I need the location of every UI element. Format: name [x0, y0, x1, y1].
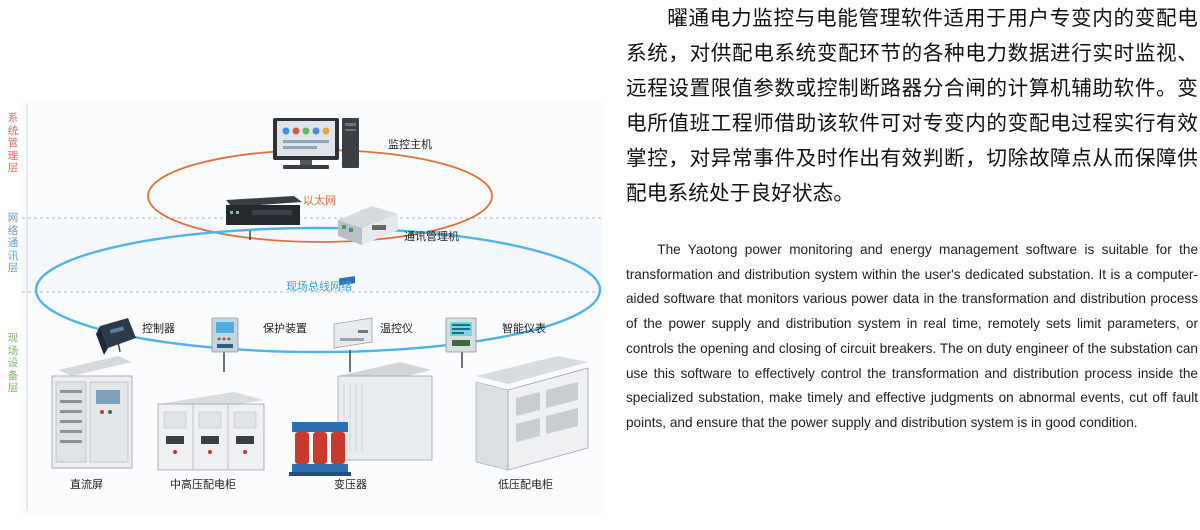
mv-cabinet-icon: [157, 392, 265, 471]
lv-cabinet-label: 低压配电柜: [498, 478, 553, 491]
dc-screen-label: 直流屏: [70, 478, 103, 491]
temperature-controller-icon: [333, 276, 373, 349]
dc-screen-cabinet-icon: [51, 356, 133, 469]
description-column: 曜通电力监控与电能管理软件适用于用户专变内的变配电系统，对供配电系统变配环节的各…: [626, 0, 1198, 526]
controller-icon: [96, 318, 136, 355]
fieldbus-label: 现场总线网络: [286, 280, 352, 293]
middle-layer-band: [22, 218, 602, 292]
temp-controller-label: 温控仪: [380, 322, 413, 335]
description-chinese: 曜通电力监控与电能管理软件适用于用户专变内的变配电系统，对供配电系统变配环节的各…: [626, 6, 1198, 205]
transformer-label: 变压器: [334, 478, 367, 491]
description-english: The Yaotong power monitoring and energy …: [626, 242, 1198, 430]
layer-label-system-management: 系统管理层: [7, 112, 19, 174]
system-architecture-diagram: 系统管理层 网络通讯层 现场设备层 以太网 现场总线网络 监控主机 通讯管理机 …: [7, 104, 602, 510]
ethernet-label: 以太网: [303, 194, 336, 207]
lv-cabinet-icon: [475, 356, 589, 471]
smart-meter-label: 智能仪表: [502, 322, 546, 335]
transformer-icon: [289, 362, 433, 476]
fieldbus-ring: [34, 226, 602, 354]
smart-meter-icon: [445, 317, 477, 353]
controller-label: 控制器: [142, 322, 175, 335]
layer-label-field-device: 现场设备层: [7, 332, 19, 394]
protection-device-icon: [211, 317, 239, 353]
comm-manager-label: 通讯管理机: [404, 230, 459, 243]
protection-device-label: 保护装置: [263, 322, 307, 335]
monitoring-host-icon: [273, 118, 359, 169]
network-switch-icon: [226, 196, 302, 225]
layer-label-network-communication: 网络通讯层: [7, 212, 19, 274]
monitoring-host-label: 监控主机: [388, 138, 432, 151]
mv-cabinet-label: 中高压配电柜: [170, 478, 236, 491]
diagram-canvas: [22, 104, 602, 510]
communication-manager-icon: [338, 206, 398, 245]
